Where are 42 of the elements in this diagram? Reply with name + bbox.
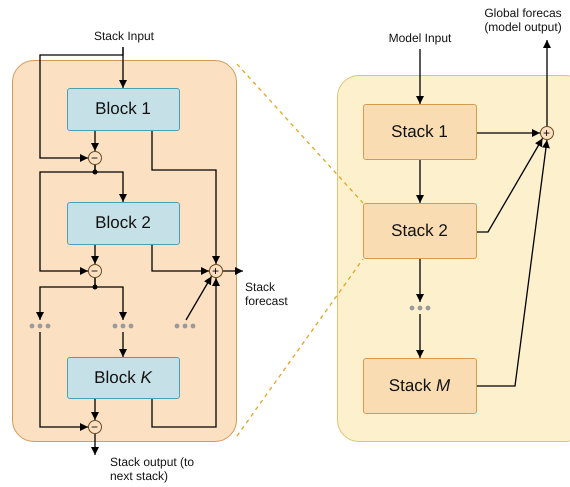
arrow bbox=[151, 131, 220, 264]
arrow bbox=[416, 259, 424, 302]
arrow bbox=[416, 160, 424, 203]
arrow bbox=[151, 278, 220, 428]
block-box: Block 1 bbox=[66, 88, 180, 130]
arrow bbox=[91, 434, 99, 455]
arrow bbox=[39, 47, 124, 162]
io-label: Model Input bbox=[388, 31, 452, 46]
operator-circle: − bbox=[88, 420, 102, 434]
arrow bbox=[151, 245, 209, 275]
stack-panel bbox=[12, 60, 237, 442]
arrow bbox=[477, 140, 550, 387]
operator-circle: + bbox=[208, 264, 222, 278]
arrow bbox=[91, 399, 99, 420]
arrow bbox=[94, 278, 127, 320]
arrow bbox=[416, 49, 424, 104]
arrow bbox=[39, 165, 96, 275]
io-label: Global forecas (model output) bbox=[483, 6, 563, 35]
io-label: Stack Input bbox=[92, 29, 156, 44]
arrow bbox=[39, 332, 88, 431]
arrow bbox=[91, 131, 99, 151]
block-box: Block K bbox=[66, 356, 180, 398]
operator-circle: − bbox=[88, 264, 102, 278]
operator-circle: + bbox=[540, 126, 554, 140]
arrow bbox=[223, 267, 243, 275]
io-label: Stack output (to next stack) bbox=[110, 455, 196, 484]
arrow bbox=[416, 314, 424, 358]
arrow bbox=[185, 276, 212, 320]
arrow bbox=[477, 129, 540, 137]
connector-line bbox=[236, 258, 364, 436]
arrow bbox=[543, 40, 551, 126]
connector-line bbox=[236, 64, 364, 204]
stack-box: Stack M bbox=[362, 358, 476, 414]
block-box: Block 2 bbox=[66, 202, 180, 244]
operator-circle: − bbox=[88, 150, 102, 164]
stack-box: Stack 2 bbox=[362, 202, 476, 258]
io-label: Stack forecast bbox=[245, 280, 289, 309]
arrow bbox=[119, 332, 127, 357]
stack-box: Stack 1 bbox=[362, 104, 476, 160]
model-panel bbox=[337, 75, 570, 442]
arrow bbox=[91, 245, 99, 264]
arrow bbox=[477, 138, 544, 233]
